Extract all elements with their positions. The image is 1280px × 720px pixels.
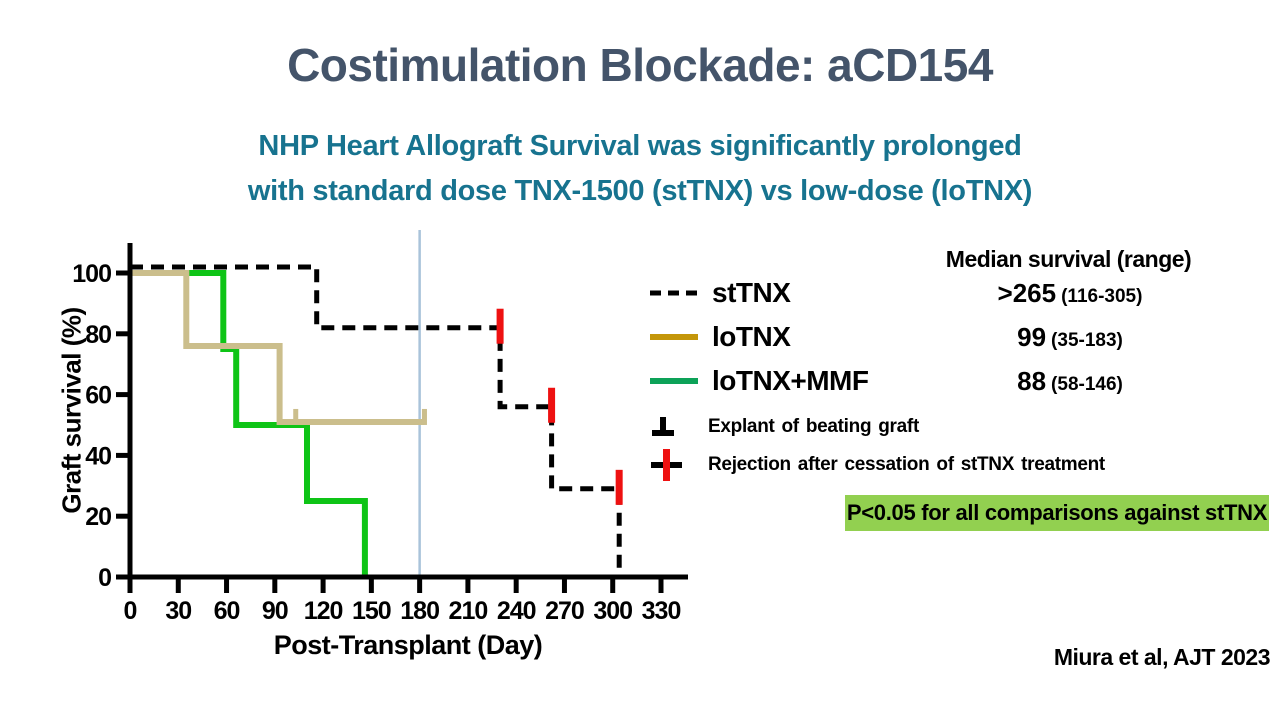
x-tick-label-240: 240 [497,597,536,625]
censor-tick-day-183 [421,408,427,425]
rejection-symbol-icon [650,447,686,483]
subtitle-line-1: NHP Heart Allograft Survival was signifi… [258,130,1022,162]
x-axis-title: Post-Transplant (Day) [273,630,543,660]
y-tick-label-0: 0 [98,564,111,592]
curve-sttnx [130,264,622,577]
legend-row-sttnx: stTNX >265(116-305) [650,275,1250,311]
citation: Miura et al, AJT 2023 [1053,644,1271,670]
explant-legend-row: Explant of beating graft [650,412,919,442]
x-tick-label-60: 60 [214,597,240,625]
x-tick-label-0: 0 [124,597,137,625]
legend-label-sttnx: stTNX [712,277,791,308]
curve-lotnx-mmf [130,270,368,577]
slide-title: Costimulation Blockade: aCD154 [287,39,993,91]
x-tick-label-210: 210 [449,597,488,625]
rejection-tick-day-230 [496,308,504,344]
rejection-tick-day-262 [548,387,556,423]
rejection-tick-day-304 [615,469,623,505]
axis-layer: 0 30 60 90 120 150 180 210 240 270 300 330 0 20 40 60 80… [72,243,688,625]
y-tick-label-100: 100 [72,260,111,288]
slide-subtitle: NHP Heart Allograft Survival was signifi… [0,124,1280,214]
x-tick-label-270: 270 [545,597,584,625]
y-tick-label-80: 80 [85,321,111,349]
sttnx-dashed-line-swatch [650,288,698,298]
subtitle-line-2: with standard dose TNX-1500 (stTNX) vs l… [247,175,1033,207]
y-tick-label-20: 20 [85,503,111,531]
y-axis-title: Graft survival (%) [56,307,87,514]
event-marker-layer [293,308,623,505]
lotnx-line-swatch [650,332,698,342]
median-value-lotnx: 99(35-183) [1017,321,1123,352]
x-tick-label-90: 90 [262,597,288,625]
x-tick-label-300: 300 [593,597,632,625]
rejection-legend-row: Rejection after cessation of stTNX treat… [650,447,1105,483]
legend-row-lotnx-mmf: loTNX+MMF 88(58-146) [650,363,1250,399]
x-tick-label-30: 30 [165,597,191,625]
legend-label-lotnx-mmf: loTNX+MMF [712,365,869,396]
explant-legend-text: Explant of beating graft [708,416,919,437]
series-layer [130,264,622,577]
x-tick-label-120: 120 [304,597,343,625]
rejection-legend-text: Rejection after cessation of stTNX treat… [708,454,1105,475]
legend-row-lotnx: loTNX 99(35-183) [650,319,1250,355]
x-tick-label-330: 330 [642,597,681,625]
pvalue-note-box: P<0.05 for all comparisons against stTNX [845,495,1269,531]
median-survival-header: Median survival (range) [945,246,1192,272]
lotnx-mmf-line-swatch [650,376,698,386]
x-tick-label-150: 150 [352,597,391,625]
x-tick-label-180: 180 [400,597,439,625]
censor-tick-day-103 [293,408,299,425]
explant-symbol-icon [650,414,686,440]
curve-lotnx [130,270,425,425]
median-value-lotnx-mmf: 88(58-146) [1017,365,1123,396]
median-value-sttnx: >265(116-305) [997,277,1143,308]
y-tick-label-60: 60 [85,382,111,410]
y-tick-label-40: 40 [85,442,111,470]
legend-label-lotnx: loTNX [712,321,791,352]
